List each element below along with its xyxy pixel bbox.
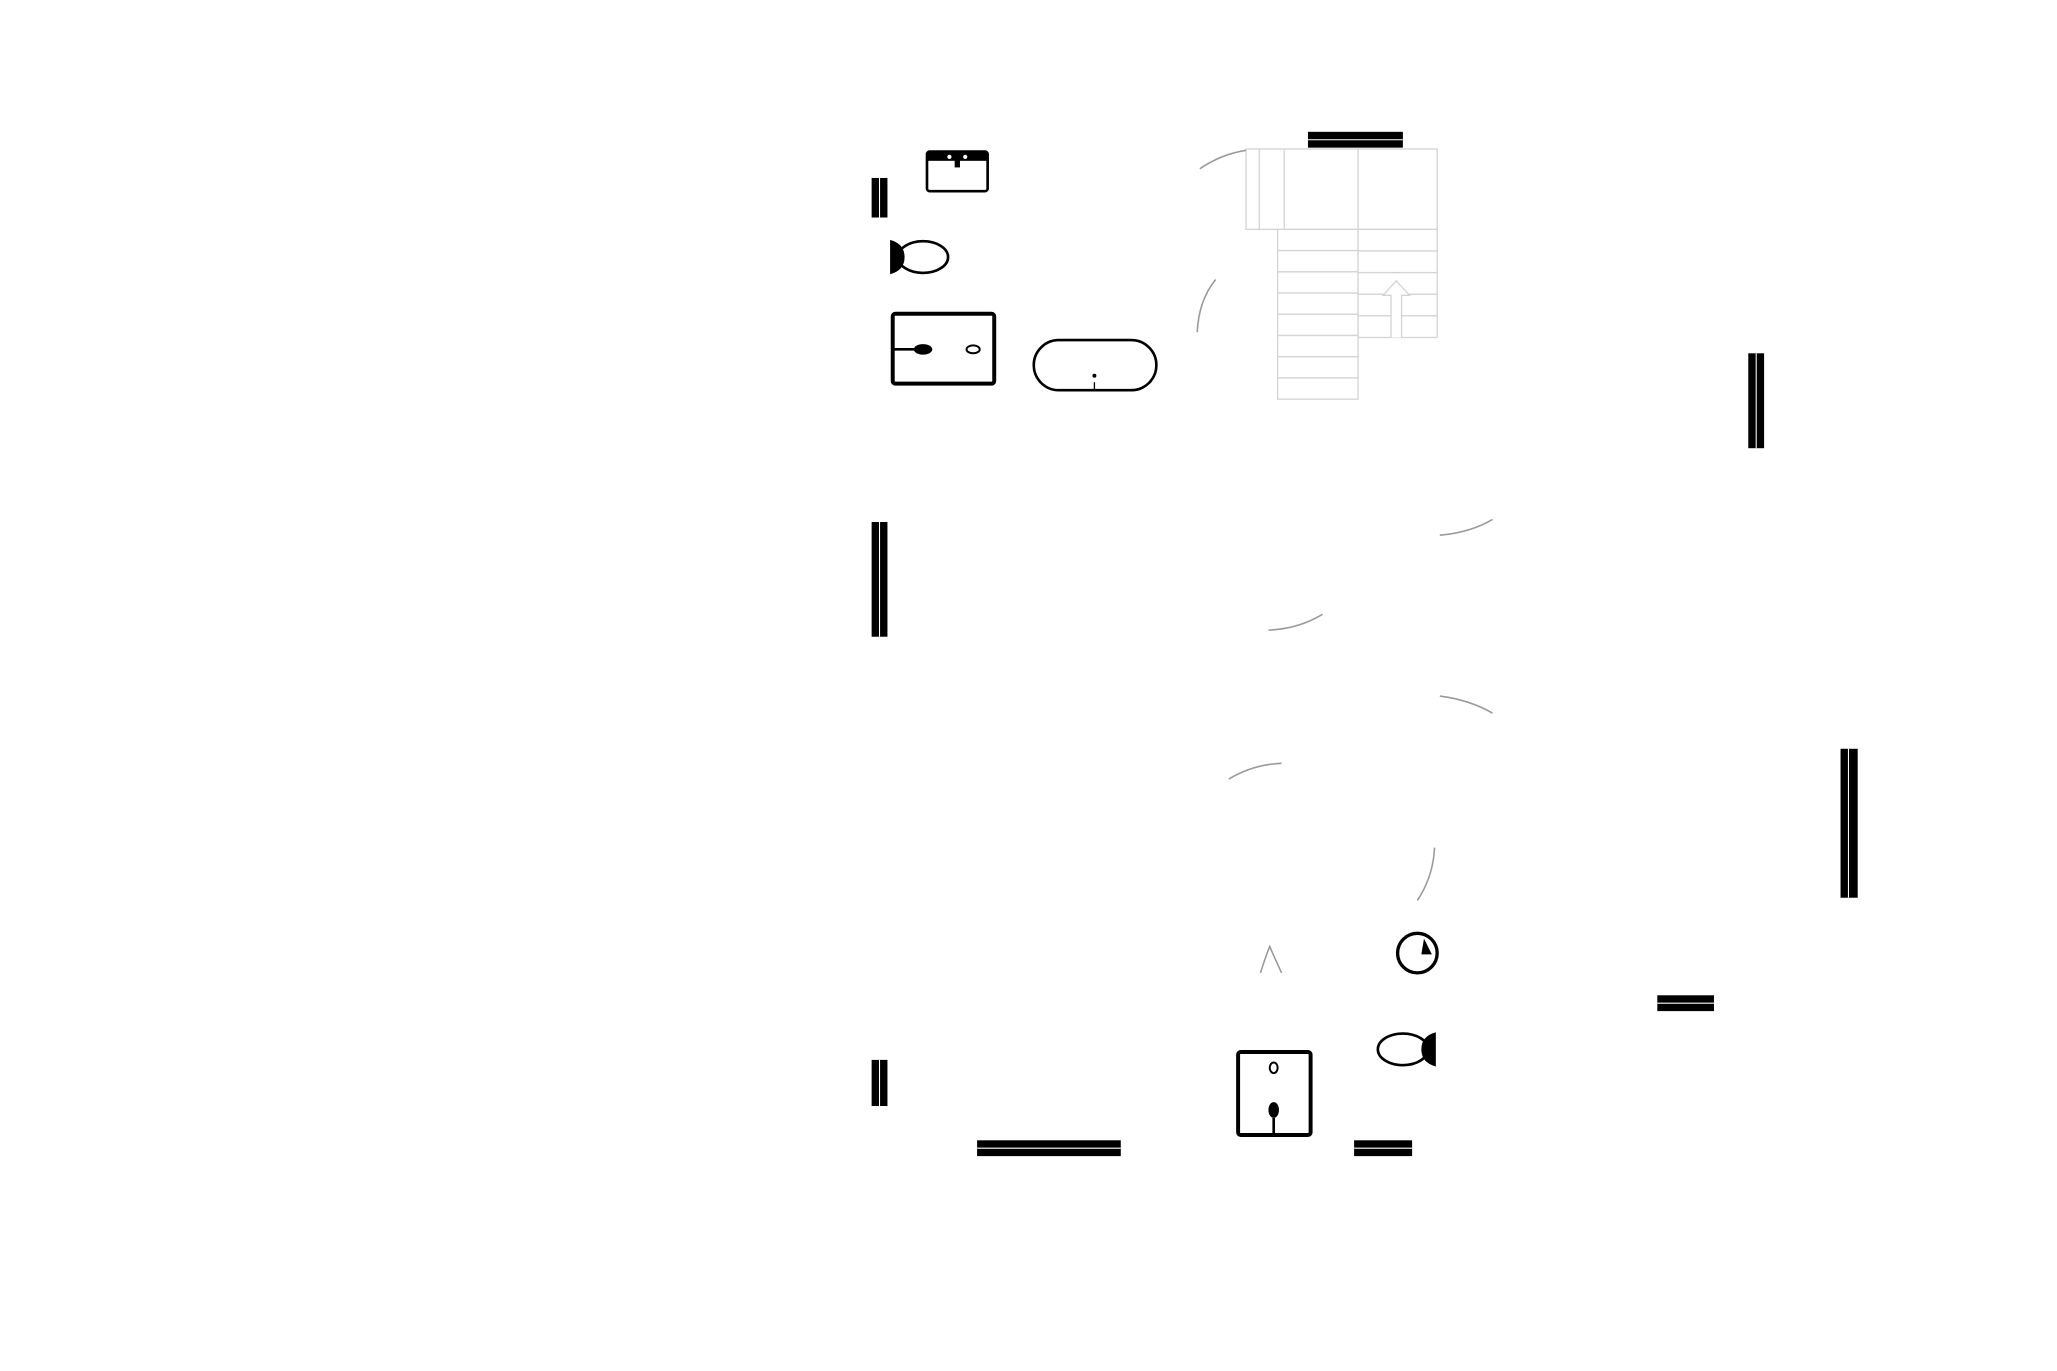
toilet-icon [890,239,950,275]
toilet-icon [1376,1032,1436,1067]
stair-tread [1276,377,1359,400]
wall-segment [871,177,888,218]
wall-segment [1354,1140,1413,1157]
walls [871,131,1858,1157]
sink-icon [925,150,989,193]
door-swings [1196,149,1493,974]
stair-tread [1276,271,1359,294]
wall-segment [977,1140,1121,1157]
wall-segment [1840,748,1858,898]
stair-tread [1357,250,1438,274]
wall-segment [871,522,888,637]
door-swing-icon [1439,518,1493,537]
wall-segment [1748,353,1765,449]
stair-tread [1357,228,1438,252]
staircase-icon [1245,148,1438,400]
stair-tread [1276,292,1359,315]
door-swing-icon [1416,847,1436,901]
stair-tread [1276,334,1359,358]
door-swing-icon [1196,278,1217,333]
door-swing-icon [1228,762,1282,780]
door-swing-icon [1199,149,1247,170]
wall-segment [871,1059,888,1107]
shower-icon [890,311,997,386]
stair-tread [1276,356,1359,379]
door-swing-icon [1259,944,1283,974]
wall-segment [1657,995,1714,1012]
door-swing-icon [1439,695,1493,714]
stair-tread [1276,313,1359,337]
bathtub-icon [1032,338,1158,392]
stair-tread [1276,249,1359,273]
stair-tread [1276,228,1359,252]
floor-drain-icon [1395,931,1439,975]
shower-icon [1236,1050,1313,1138]
wall-segment [1307,131,1403,148]
door-swing-icon [1268,613,1323,631]
